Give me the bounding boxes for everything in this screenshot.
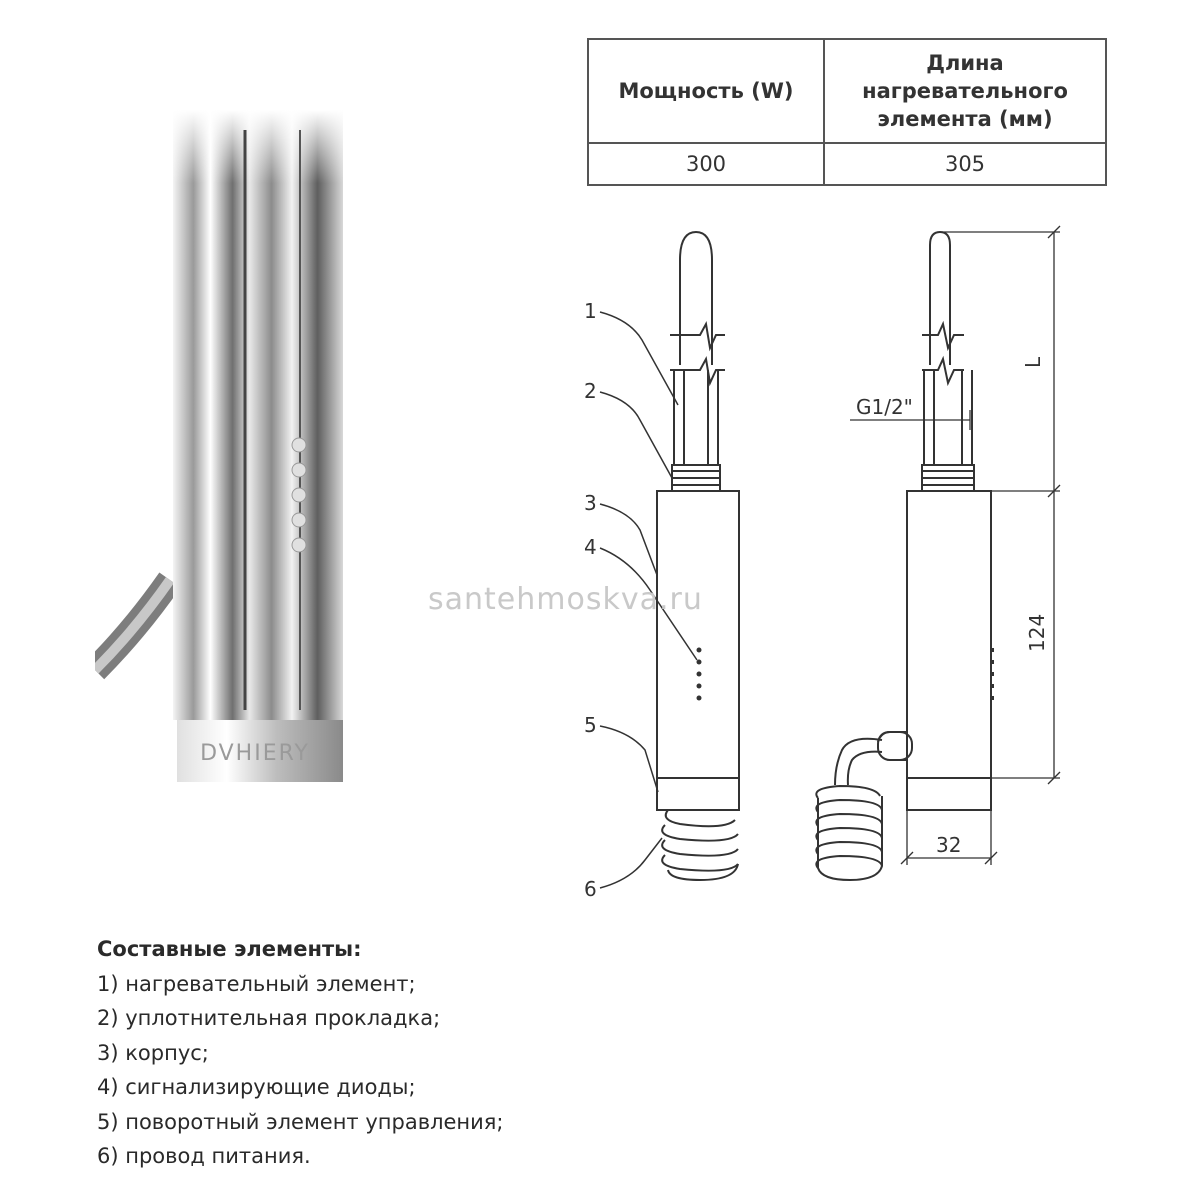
callout-1: 1	[584, 299, 597, 323]
header-power: Мощность (W)	[587, 38, 825, 144]
callout-5: 5	[584, 713, 597, 737]
list-item: 1) нагревательный элемент;	[97, 971, 416, 996]
dim-body-height: 124	[1025, 614, 1049, 652]
spec-table: Мощность (W) Длина нагревательного элеме…	[587, 38, 1107, 186]
dimension-labels: G1/2" L 124 32	[856, 356, 1049, 857]
callout-labels: 1 2 3 4 5 6	[584, 299, 597, 901]
dim-thread: G1/2"	[856, 395, 913, 419]
technical-drawing: 1 2 3 4 5 6	[584, 225, 1061, 901]
list-item: 2) уплотнительная прокладка;	[97, 1006, 441, 1030]
control-ring	[656, 777, 740, 811]
callout-2: 2	[584, 379, 597, 403]
callout-6: 6	[584, 877, 597, 901]
watermark: santehmoskva.ru	[428, 582, 703, 617]
coiled-cable	[661, 809, 739, 882]
list-item: 6) провод питания.	[97, 1144, 311, 1168]
callout-4: 4	[584, 535, 597, 559]
photo-brand-text: DVHIERY	[200, 741, 310, 766]
list-item: 3) корпус;	[97, 1040, 209, 1065]
header-length: Длина нагревательного элемента (мм)	[823, 38, 1107, 144]
heating-element	[679, 230, 713, 365]
led-dots	[696, 647, 702, 701]
side-view	[815, 230, 994, 882]
list-item: 5) поворотный элемент управления;	[97, 1109, 504, 1134]
parts-list: Составные элементы: 1) нагревательный эл…	[97, 932, 504, 1174]
photo-led-indicators	[291, 437, 307, 553]
parts-heading: Составные элементы:	[97, 937, 362, 961]
dim-diameter: 32	[936, 833, 961, 857]
cell-power: 300	[587, 142, 825, 186]
callout-leaders	[599, 311, 698, 889]
dimension-lines	[850, 225, 1061, 865]
body-housing	[656, 490, 740, 779]
dim-length: L	[1021, 356, 1045, 368]
product-photo: DVHIERY	[95, 110, 343, 782]
list-item: 4) сигнализирующие диоды;	[97, 1075, 416, 1099]
table-row: 300 305	[587, 142, 1107, 186]
photo-control-ring	[177, 720, 343, 782]
callout-3: 3	[584, 491, 597, 515]
gasket-thread	[671, 464, 721, 492]
cell-length: 305	[823, 142, 1107, 186]
front-view	[656, 230, 740, 882]
